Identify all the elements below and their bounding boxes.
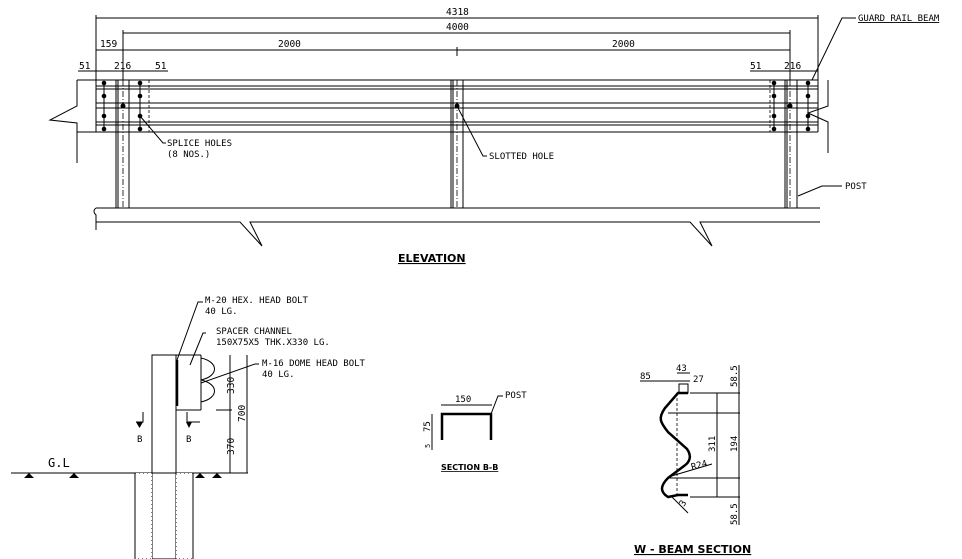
dim-700: 700 xyxy=(237,405,248,422)
elevation-title: ELEVATION xyxy=(398,252,466,265)
section-mark-left: B xyxy=(137,435,142,445)
dim-2000-left: 2000 xyxy=(278,39,301,50)
w-beam-radius: R24 xyxy=(690,459,708,473)
section-mark-right: B xyxy=(186,435,191,445)
label-guard-rail-beam: GUARD RAIL BEAM xyxy=(858,14,940,24)
label-splice-holes: SPLICE HOLES xyxy=(167,139,232,149)
w-beam-title: W - BEAM SECTION xyxy=(634,543,751,556)
dim-370: 370 xyxy=(226,438,237,455)
dim-4318: 4318 xyxy=(446,7,469,18)
label-spacer-size: 150X75X5 THK.X330 LG. xyxy=(216,338,330,348)
ground-line xyxy=(93,207,820,247)
w-beam-dim-43: 43 xyxy=(676,364,687,374)
label-m16-bolt: M-16 DOME HEAD BOLT xyxy=(262,359,366,369)
label-splice-holes-count: (8 NOS.) xyxy=(167,150,210,160)
dim-51-left-b: 51 xyxy=(155,61,167,72)
w-beam-section: 85 43 27 58.5 311 194 R24 3 58.5 W - BEA… xyxy=(634,364,751,556)
w-beam-dim-58-5-bottom: 58.5 xyxy=(730,503,740,525)
dim-159: 159 xyxy=(100,39,117,50)
dim-2000-right: 2000 xyxy=(612,39,635,50)
label-spacer-channel: SPACER CHANNEL xyxy=(216,327,292,337)
section-bb: 150 75 5 POST SECTION B-B xyxy=(423,391,527,472)
section-bb-title: SECTION B-B xyxy=(441,463,498,472)
section-bb-dim-150: 150 xyxy=(455,395,471,405)
elevation-dimensions: 4318 4000 2000 2000 159 51 216 51 51 216 xyxy=(78,7,819,80)
section-bb-dim-75: 75 xyxy=(423,421,433,432)
dim-330: 330 xyxy=(226,377,237,394)
posts xyxy=(101,80,811,208)
w-beam-dim-27: 27 xyxy=(693,375,704,385)
dim-4000: 4000 xyxy=(446,22,469,33)
label-slotted-hole: SLOTTED HOLE xyxy=(489,152,554,162)
dim-51-right: 51 xyxy=(750,61,762,72)
w-beam-dim-194: 194 xyxy=(730,436,740,452)
section-bb-post-label: POST xyxy=(505,391,527,401)
w-beam-dim-311: 311 xyxy=(708,436,718,452)
label-post: POST xyxy=(845,182,867,192)
section-bb-dim-5: 5 xyxy=(424,444,432,448)
dim-216-left: 216 xyxy=(114,61,131,72)
dim-51-left: 51 xyxy=(79,61,91,72)
w-beam-dim-58-5-top: 58.5 xyxy=(730,365,740,387)
elevation-labels: SPLICE HOLES (8 NOS.) SLOTTED HOLE POST … xyxy=(139,14,940,265)
label-m20-bolt-length: 40 LG. xyxy=(205,307,238,317)
w-beam-dim-85: 85 xyxy=(640,372,651,382)
label-m20-bolt: M-20 HEX. HEAD BOLT xyxy=(205,296,309,306)
dim-216-right: 216 xyxy=(784,61,801,72)
label-m16-bolt-length: 40 LG. xyxy=(262,370,295,380)
ground-level-label: G.L xyxy=(48,456,70,470)
w-beam-dim-3: 3 xyxy=(678,499,689,509)
post-detail: G.L 330 370 700 B B M-20 HEX. HEAD BOLT … xyxy=(11,296,366,559)
